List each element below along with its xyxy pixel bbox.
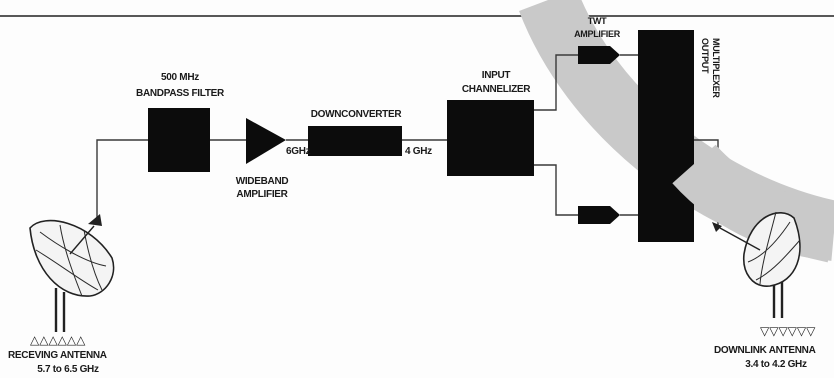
bandpass-filter-label-1: 500 MHz bbox=[161, 72, 199, 83]
receive-wave-symbols: △△△△△△ bbox=[30, 333, 86, 347]
downconverter-block bbox=[308, 126, 402, 156]
receiving-antenna-range: 5.7 to 6.5 GHz bbox=[37, 364, 99, 375]
output-multiplexer-label-1: OUTPUT bbox=[700, 38, 710, 74]
receiving-antenna-icon bbox=[29, 214, 115, 332]
input-channelizer-block bbox=[447, 100, 534, 176]
input-channelizer-label-2: CHANNELIZER bbox=[462, 84, 531, 95]
twt-amplifier-lower-icon bbox=[578, 206, 620, 224]
downconverter-label: DOWNCONVERTER bbox=[311, 109, 403, 120]
freq-4ghz-label: 4 GHz bbox=[405, 146, 432, 157]
receiving-antenna-label: RECEVING ANTENNA bbox=[8, 350, 107, 361]
output-multiplexer-block bbox=[638, 30, 694, 242]
watermark-arc-front bbox=[672, 144, 834, 261]
twt-amplifier-upper-icon bbox=[578, 46, 620, 64]
downlink-wave-symbols: ▽▽▽▽▽▽ bbox=[760, 324, 816, 338]
bandpass-filter-label-2: BANDPASS FILTER bbox=[136, 88, 225, 99]
twt-amplifier-label-1: TWT bbox=[588, 16, 607, 26]
output-multiplexer-label-2: MULTIPLEXER bbox=[711, 38, 721, 98]
downlink-antenna-label: DOWNLINK ANTENNA bbox=[714, 345, 816, 356]
bandpass-filter-block bbox=[148, 108, 210, 172]
freq-6ghz-label: 6GHz bbox=[286, 146, 311, 157]
wideband-amplifier-label-1: WIDEBAND bbox=[236, 176, 289, 187]
wideband-amplifier-label-2: AMPLIFIER bbox=[236, 189, 288, 200]
wideband-amplifier-icon bbox=[246, 118, 286, 164]
twt-amplifier-label-2: AMPLIFIER bbox=[574, 29, 621, 39]
downlink-antenna-icon bbox=[712, 211, 801, 318]
input-channelizer-label-1: INPUT bbox=[482, 70, 511, 81]
downlink-antenna-range: 3.4 to 4.2 GHz bbox=[745, 359, 807, 370]
